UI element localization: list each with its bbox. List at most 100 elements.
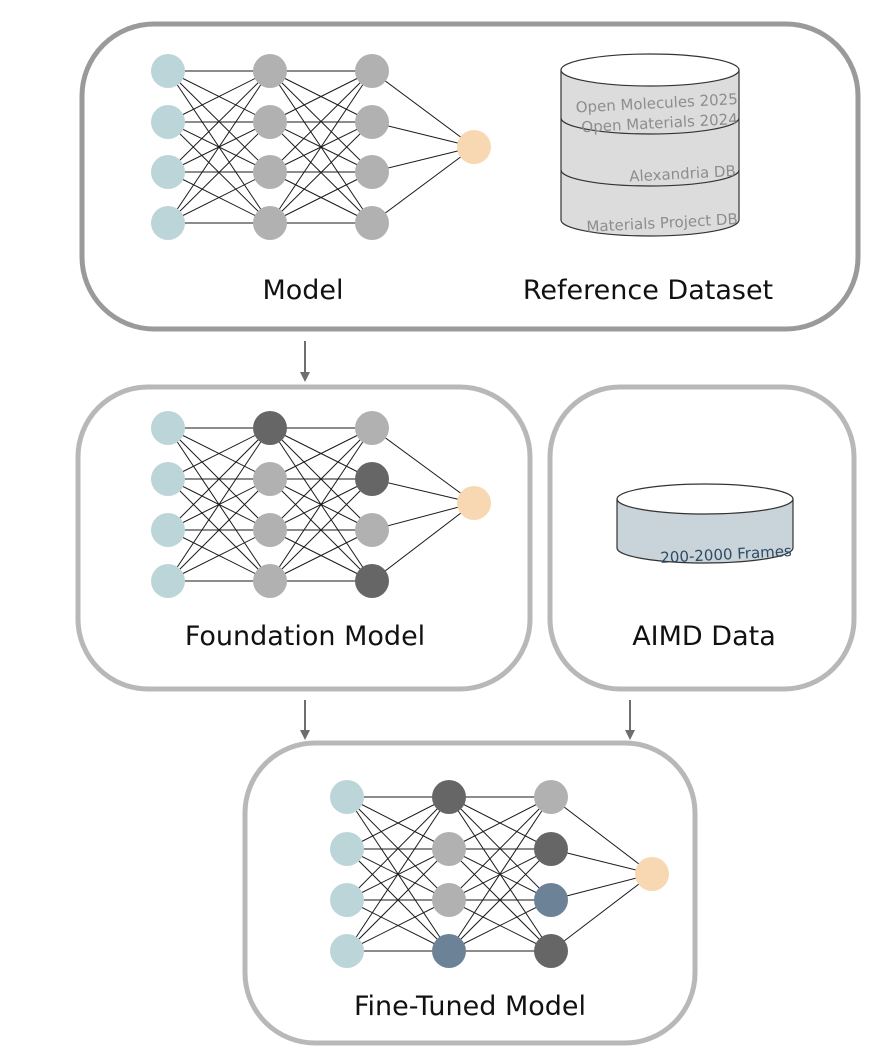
network-edge (167, 121, 271, 224)
network-edge (269, 70, 373, 224)
hidden-1-node (253, 462, 287, 496)
input-node (151, 513, 185, 547)
network-edge (167, 70, 271, 173)
hidden-1-node (253, 105, 287, 139)
network-edge (346, 796, 450, 850)
hidden-2-node (355, 462, 389, 496)
hidden-2-node (355, 155, 389, 189)
hidden-1-node (253, 513, 287, 547)
dataset-alexandria: Alexandria DB (629, 162, 736, 186)
network-edge (167, 427, 271, 480)
network-edge (448, 848, 552, 952)
hidden-2-node (355, 105, 389, 139)
finetuned-panel-frame (242, 740, 698, 1046)
network-edge (269, 427, 373, 582)
network-edge (269, 427, 373, 531)
database-divider-1 (560, 117, 740, 135)
network-edge (346, 848, 450, 952)
network-edge (448, 796, 552, 850)
network-edge (346, 796, 450, 952)
network-edge (167, 427, 271, 582)
network-edge (167, 478, 271, 582)
input-node (151, 155, 185, 189)
foundation-model-panel: Foundation Model (75, 384, 533, 692)
input-node (151, 462, 185, 496)
network-edge (269, 70, 373, 173)
input-node (151, 411, 185, 445)
database-cylinder-body (560, 70, 740, 237)
output-node (457, 130, 491, 164)
base-model-network (151, 54, 491, 240)
network-edge (371, 121, 475, 148)
network-edge (371, 146, 475, 224)
network-edge (550, 873, 653, 952)
network-edge (371, 146, 475, 173)
input-node (151, 206, 185, 240)
network-edge (269, 70, 373, 123)
aimd-cylinder-top (616, 483, 794, 515)
hidden-1-node (432, 780, 466, 814)
network-edge (167, 70, 271, 123)
fine-tuned-model-panel: Fine-Tuned Model (242, 740, 698, 1046)
network-edge (346, 796, 450, 901)
network-edge (269, 427, 373, 480)
aimd-database: 200-2000 Frames (616, 483, 794, 567)
input-node (330, 832, 364, 866)
network-edge (167, 70, 271, 224)
network-edge (269, 478, 373, 582)
hidden-1-node (253, 564, 287, 598)
hidden-1-node (432, 934, 466, 968)
top-panel: Open Molecules 2025 Open Materials 2024 … (79, 21, 861, 332)
fine-tuned-model-label: Fine-Tuned Model (354, 991, 586, 1022)
input-node (151, 564, 185, 598)
network-edge (167, 427, 271, 531)
network-edge (371, 502, 475, 531)
database-cylinder-top (560, 53, 740, 87)
hidden-2-node (534, 934, 568, 968)
network-edge (550, 873, 653, 901)
aimd-cylinder-body (616, 499, 794, 564)
network-edge (167, 529, 271, 582)
hidden-1-node (432, 832, 466, 866)
foundation-model-network (151, 411, 491, 598)
network-edges (167, 427, 475, 582)
hidden-2-node (534, 832, 568, 866)
aimd-data-label: AIMD Data (632, 621, 776, 652)
reference-dataset-database: Open Molecules 2025 Open Materials 2024 … (560, 53, 740, 237)
network-edge (550, 796, 653, 875)
fine-tuned-model-network (330, 780, 669, 968)
hidden-1-node (253, 54, 287, 88)
network-edge (371, 478, 475, 504)
hidden-1-node (432, 883, 466, 917)
network-edge (550, 848, 653, 875)
hidden-2-node (534, 780, 568, 814)
model-label: Model (262, 275, 343, 306)
network-edge (167, 171, 271, 224)
hidden-2-node (355, 54, 389, 88)
network-edge (371, 70, 475, 148)
hidden-2-node (534, 883, 568, 917)
hidden-2-node (355, 564, 389, 598)
network-edge (371, 502, 475, 582)
network-edge (448, 899, 552, 952)
input-node (151, 105, 185, 139)
network-edge (371, 427, 475, 504)
network-edge (448, 796, 552, 901)
network-edge (269, 171, 373, 224)
database-divider-2 (560, 169, 740, 187)
hidden-1-node (253, 155, 287, 189)
output-node (635, 857, 669, 891)
input-node (330, 934, 364, 968)
hidden-1-node (253, 411, 287, 445)
foundation-model-label: Foundation Model (185, 621, 425, 652)
input-node (330, 883, 364, 917)
hidden-1-node (253, 206, 287, 240)
reference-dataset-label: Reference Dataset (523, 275, 773, 306)
hidden-2-node (355, 206, 389, 240)
network-edge (448, 796, 552, 952)
hidden-2-node (355, 411, 389, 445)
input-node (330, 780, 364, 814)
input-node (151, 54, 185, 88)
network-edge (346, 899, 450, 952)
